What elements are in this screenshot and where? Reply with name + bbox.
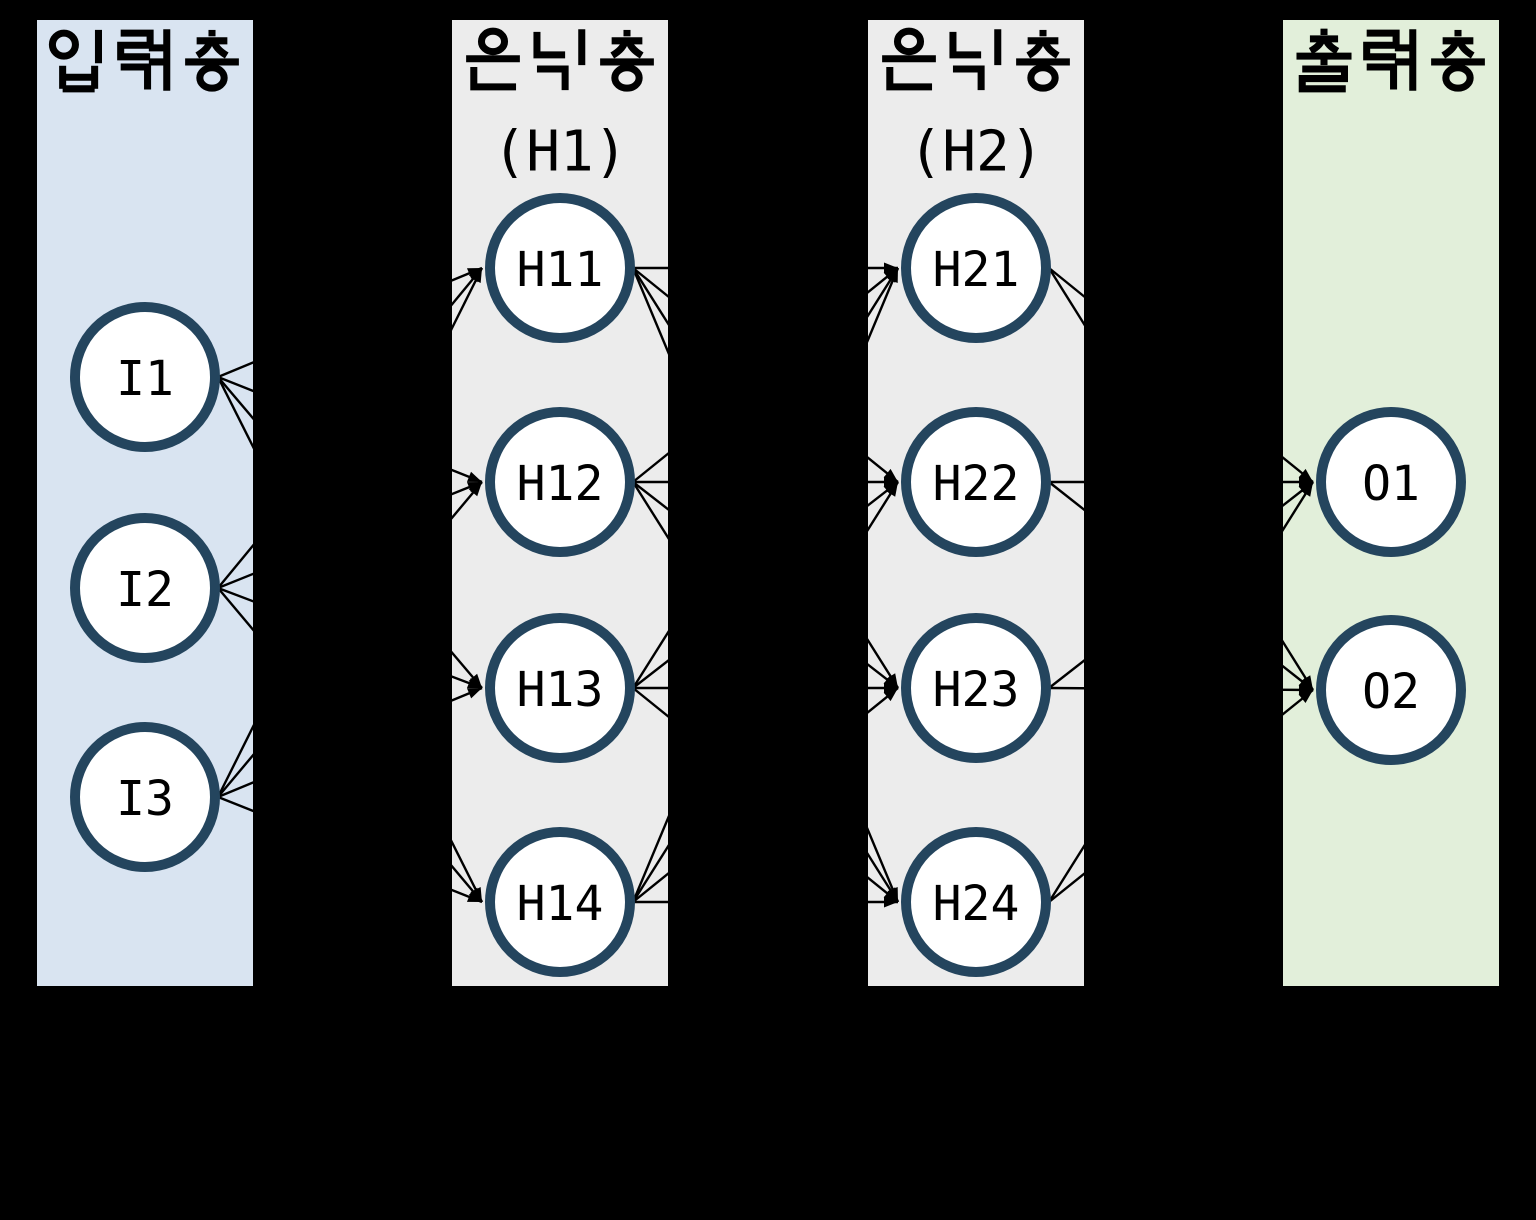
node-label-I1: I1 <box>116 351 174 407</box>
node-label-H13: H13 <box>517 662 604 718</box>
node-label-H12: H12 <box>517 456 604 512</box>
node-O2 <box>1316 615 1466 765</box>
edge-I2-H14 <box>217 587 483 903</box>
node-H12 <box>485 407 635 557</box>
edge-H23-O2 <box>1048 684 1314 696</box>
connection-edges <box>216 262 1315 908</box>
edge-H12-H21 <box>632 267 899 483</box>
node-H13 <box>485 613 635 763</box>
edge-H21-O2 <box>1047 267 1315 691</box>
node-H23 <box>901 613 1051 763</box>
node-I1 <box>70 302 220 452</box>
edge-H14-H23 <box>632 687 899 903</box>
node-I2 <box>70 513 220 663</box>
node-label-O1: O1 <box>1362 456 1420 512</box>
layer-subtitle-hidden2: (H2) <box>909 120 1044 185</box>
node-label-H14: H14 <box>517 876 604 932</box>
node-label-O2: O2 <box>1362 664 1420 720</box>
edge-I2-H11 <box>217 267 483 589</box>
edge-H24-O1 <box>1047 481 1315 903</box>
edge-I3-H12 <box>217 481 483 798</box>
node-H14 <box>485 827 635 977</box>
node-label-I2: I2 <box>116 562 174 618</box>
edge-I1-H11 <box>217 266 483 379</box>
edge-H24-O2 <box>1048 689 1314 903</box>
node-label-I3: I3 <box>116 771 174 827</box>
layer-titles: (H1) (H2) <box>48 27 1485 185</box>
layer-subtitle-hidden1: (H1) <box>493 120 628 185</box>
node-label-H23: H23 <box>933 662 1020 718</box>
node-H22 <box>901 407 1051 557</box>
node-label-H11: H11 <box>517 242 604 298</box>
node-O1 <box>1316 407 1466 557</box>
edge-H21-O1 <box>1048 267 1314 483</box>
edge-H14-H22 <box>631 481 900 903</box>
edge-H14-H21 <box>631 267 900 903</box>
layer-title-hidden2 <box>882 27 1070 92</box>
node-label-H21: H21 <box>933 242 1020 298</box>
edge-I3-H14 <box>217 795 483 904</box>
edge-H23-O1 <box>1048 481 1314 689</box>
layer-title-input <box>48 29 239 93</box>
edge-I3-H11 <box>216 267 484 798</box>
layer-title-output <box>1296 28 1485 93</box>
node-label-H22: H22 <box>933 456 1020 512</box>
layer-title-hidden1 <box>466 27 654 92</box>
node-H11 <box>485 193 635 343</box>
edge-I3-H13 <box>217 686 483 799</box>
node-H24 <box>901 827 1051 977</box>
edge-H13-H21 <box>631 267 900 689</box>
node-label-H24: H24 <box>933 876 1020 932</box>
node-I3 <box>70 722 220 872</box>
node-H21 <box>901 193 1051 343</box>
